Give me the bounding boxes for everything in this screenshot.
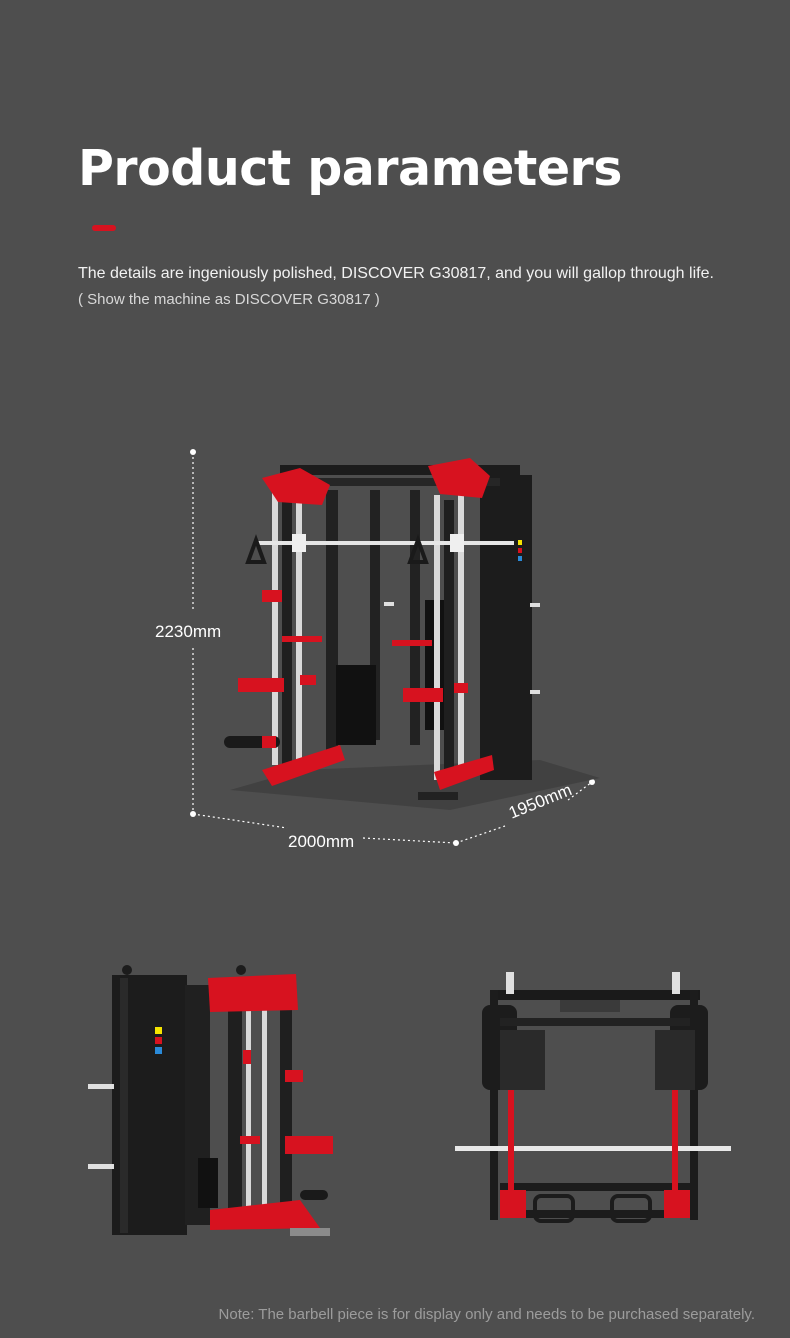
side-view-image bbox=[88, 965, 333, 1236]
main-machine-image bbox=[224, 458, 600, 810]
width-dimension-label: 2000mm bbox=[288, 832, 355, 851]
top-view-image bbox=[455, 972, 731, 1223]
barbell-disclaimer: Note: The barbell piece is for display o… bbox=[218, 1306, 755, 1323]
dimension-endpoints bbox=[190, 449, 595, 846]
page-title: Product parameters bbox=[78, 140, 622, 197]
product-description: The details are ingeniously polished, DI… bbox=[78, 265, 714, 282]
display-note: ( Show the machine as DISCOVER G30817 ) bbox=[78, 291, 380, 308]
title-accent-bar bbox=[92, 225, 116, 231]
height-dimension-label: 2230mm bbox=[155, 622, 222, 641]
dimension-guides bbox=[192, 452, 593, 844]
